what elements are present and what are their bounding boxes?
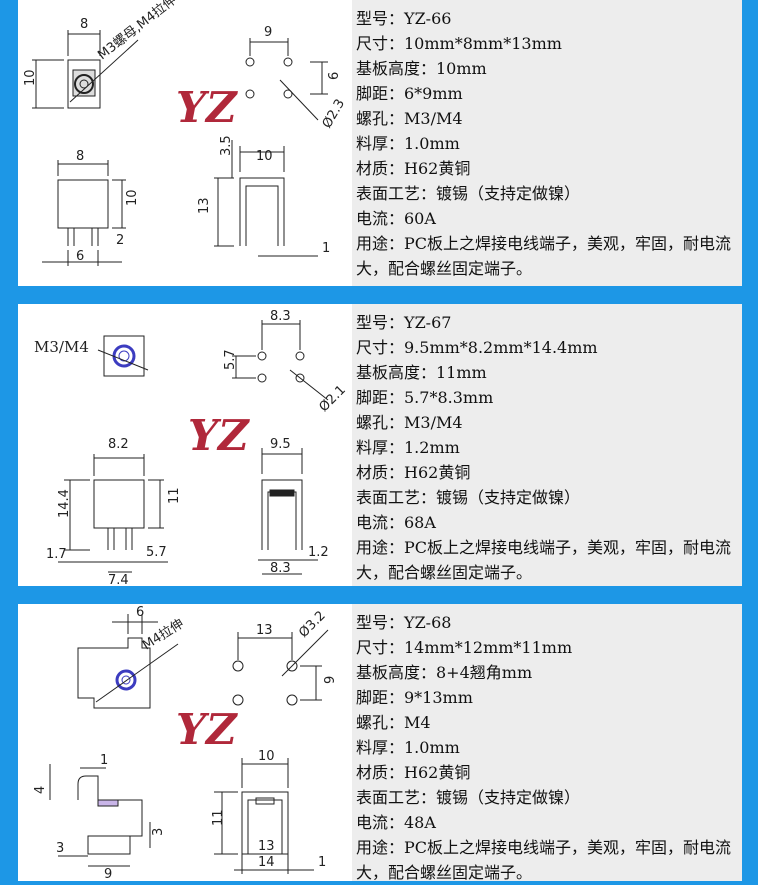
dim-pad-hole: Ø3.2 bbox=[296, 608, 328, 640]
drawing-svg-yz68: YZ 6 M4拉伸 13 9 Ø3.2 1 4 3 3 9 10 11 13 1… bbox=[33, 605, 338, 881]
spec-base-height: 基板高度：10mm bbox=[356, 59, 487, 78]
dim-pad-y: 5.7 bbox=[223, 349, 238, 370]
dim-side-tab: 1 bbox=[100, 753, 108, 768]
technical-drawing-yz67: YZ M3/M4 8.3 5.7 Ø2.1 8.2 14.4 11 1.7 5.… bbox=[18, 304, 348, 586]
dim-side-height: 13 bbox=[197, 197, 212, 214]
dim-front-width: 8 bbox=[76, 149, 84, 164]
dim-front-width: 10 bbox=[258, 749, 275, 764]
spec-list-yz67: 型号：YZ-67 尺寸：9.5mm*8.2mm*14.4mm 基板高度：11mm… bbox=[352, 304, 742, 586]
dim-pad-x: 13 bbox=[256, 623, 273, 638]
spec-usage: 用途：PC板上之焊接电线端子，美观，牢固，耐电流大，配合螺丝固定端子。 bbox=[356, 838, 732, 882]
dim-pin-pitch: 6 bbox=[76, 249, 84, 264]
dim-side-pitch: 9 bbox=[104, 867, 112, 881]
dim-pad-x: 9 bbox=[264, 25, 272, 40]
spec-thickness: 料厚：1.0mm bbox=[356, 134, 460, 153]
spec-current: 电流：60A bbox=[356, 209, 436, 228]
technical-drawing-yz66: YZ 8 10 M3螺母,M4拉伸 9 6 Ø2.3 8 10 2 6 10 3… bbox=[18, 0, 348, 286]
spec-model: 型号：YZ-68 bbox=[356, 613, 452, 632]
spec-material: 材质：H62黄铜 bbox=[356, 763, 471, 782]
spec-current: 电流：48A bbox=[356, 813, 436, 832]
dim-pad-hole: Ø2.1 bbox=[316, 383, 348, 415]
spec-pin-pitch: 脚距：5.7*8.3mm bbox=[356, 388, 494, 407]
dim-front-height: 14.4 bbox=[57, 489, 72, 518]
dim-side-top: 3.5 bbox=[219, 135, 234, 156]
spec-pin-pitch: 脚距：6*9mm bbox=[356, 84, 463, 103]
dim-pad-x: 8.3 bbox=[270, 309, 291, 324]
dim-pin-right: 5.7 bbox=[146, 545, 167, 560]
dim-front-total: 14 bbox=[258, 855, 275, 870]
dim-front-height: 11 bbox=[211, 809, 226, 826]
spec-material: 材质：H62黄铜 bbox=[356, 463, 471, 482]
dim-side-bottom: 3 bbox=[151, 828, 166, 836]
spec-usage: 用途：PC板上之焊接电线端子，美观，牢固，耐电流大，配合螺丝固定端子。 bbox=[356, 234, 732, 278]
hole-note: M3/M4 bbox=[34, 338, 89, 356]
dim-pad-y: 6 bbox=[327, 72, 342, 80]
dim-top-width: 8 bbox=[80, 17, 88, 32]
logo-yz67: YZ bbox=[188, 411, 250, 460]
logo-yz66: YZ bbox=[176, 83, 238, 132]
dim-pad-hole: Ø2.3 bbox=[320, 97, 348, 131]
dim-front-pitch: 13 bbox=[258, 839, 275, 854]
dim-side-left: 3 bbox=[56, 841, 64, 856]
drawing-svg-yz67: YZ M3/M4 8.3 5.7 Ø2.1 8.2 14.4 11 1.7 5.… bbox=[34, 309, 348, 586]
dim-front-width: 8.2 bbox=[108, 437, 129, 452]
spec-finish: 表面工艺：镀锡（支持定做镍） bbox=[356, 184, 581, 203]
dim-front-height2: 11 bbox=[167, 487, 182, 504]
spec-finish: 表面工艺：镀锡（支持定做镍） bbox=[356, 788, 581, 807]
dim-side-thick: 1.2 bbox=[308, 545, 329, 560]
spec-usage: 用途：PC板上之焊接电线端子，美观，牢固，耐电流大，配合螺丝固定端子。 bbox=[356, 538, 732, 582]
spec-screw-hole: 螺孔：M4 bbox=[356, 713, 431, 732]
dim-pad-y: 9 bbox=[323, 676, 338, 684]
dim-front-thick: 1 bbox=[318, 855, 326, 870]
dim-pin-gap: 2 bbox=[116, 233, 124, 248]
spec-size: 尺寸：10mm*8mm*13mm bbox=[356, 34, 562, 53]
spec-list-yz66: 型号：YZ-66 尺寸：10mm*8mm*13mm 基板高度：10mm 脚距：6… bbox=[352, 0, 742, 286]
technical-drawing-yz68: YZ 6 M4拉伸 13 9 Ø3.2 1 4 3 3 9 10 11 13 1… bbox=[18, 604, 348, 881]
spec-list-yz68: 型号：YZ-68 尺寸：14mm*12mm*11mm 基板高度：8+4翘角mm … bbox=[352, 604, 742, 882]
spec-size: 尺寸：14mm*12mm*11mm bbox=[356, 638, 573, 657]
spec-material: 材质：H62黄铜 bbox=[356, 159, 471, 178]
spec-screw-hole: 螺孔：M3/M4 bbox=[356, 109, 463, 128]
spec-size: 尺寸：9.5mm*8.2mm*14.4mm bbox=[356, 338, 598, 357]
spec-base-height: 基板高度：8+4翘角mm bbox=[356, 663, 533, 682]
hole-note: M3螺母,M4拉伸 bbox=[95, 0, 179, 63]
spec-thickness: 料厚：1.2mm bbox=[356, 438, 460, 457]
spec-current: 电流：68A bbox=[356, 513, 436, 532]
dim-pin-pitch: 7.4 bbox=[108, 573, 129, 586]
spec-base-height: 基板高度：11mm bbox=[356, 363, 487, 382]
dim-top-height: 10 bbox=[23, 69, 38, 86]
product-panel-yz66: YZ 8 10 M3螺母,M4拉伸 9 6 Ø2.3 8 10 2 6 10 3… bbox=[18, 0, 742, 286]
dim-side-top: 4 bbox=[33, 786, 48, 794]
product-panel-yz67: YZ M3/M4 8.3 5.7 Ø2.1 8.2 14.4 11 1.7 5.… bbox=[18, 304, 742, 586]
dim-side-width: 9.5 bbox=[270, 437, 291, 452]
dim-side-pitch: 8.3 bbox=[270, 561, 291, 576]
dim-top-width: 6 bbox=[136, 605, 144, 620]
logo-yz68: YZ bbox=[176, 705, 238, 754]
product-panel-yz68: YZ 6 M4拉伸 13 9 Ø3.2 1 4 3 3 9 10 11 13 1… bbox=[18, 604, 742, 882]
spec-thickness: 料厚：1.0mm bbox=[356, 738, 460, 757]
spec-model: 型号：YZ-66 bbox=[356, 9, 452, 28]
dim-front-height: 10 bbox=[125, 189, 140, 206]
spec-finish: 表面工艺：镀锡（支持定做镍） bbox=[356, 488, 581, 507]
dim-side-width: 10 bbox=[256, 149, 273, 164]
spec-pin-pitch: 脚距：9*13mm bbox=[356, 688, 473, 707]
spec-model: 型号：YZ-67 bbox=[356, 313, 452, 332]
drawing-svg-yz66: YZ 8 10 M3螺母,M4拉伸 9 6 Ø2.3 8 10 2 6 10 3… bbox=[23, 0, 348, 266]
spec-screw-hole: 螺孔：M3/M4 bbox=[356, 413, 463, 432]
dim-pin-left: 1.7 bbox=[46, 547, 67, 562]
dim-side-thick: 1 bbox=[322, 241, 330, 256]
